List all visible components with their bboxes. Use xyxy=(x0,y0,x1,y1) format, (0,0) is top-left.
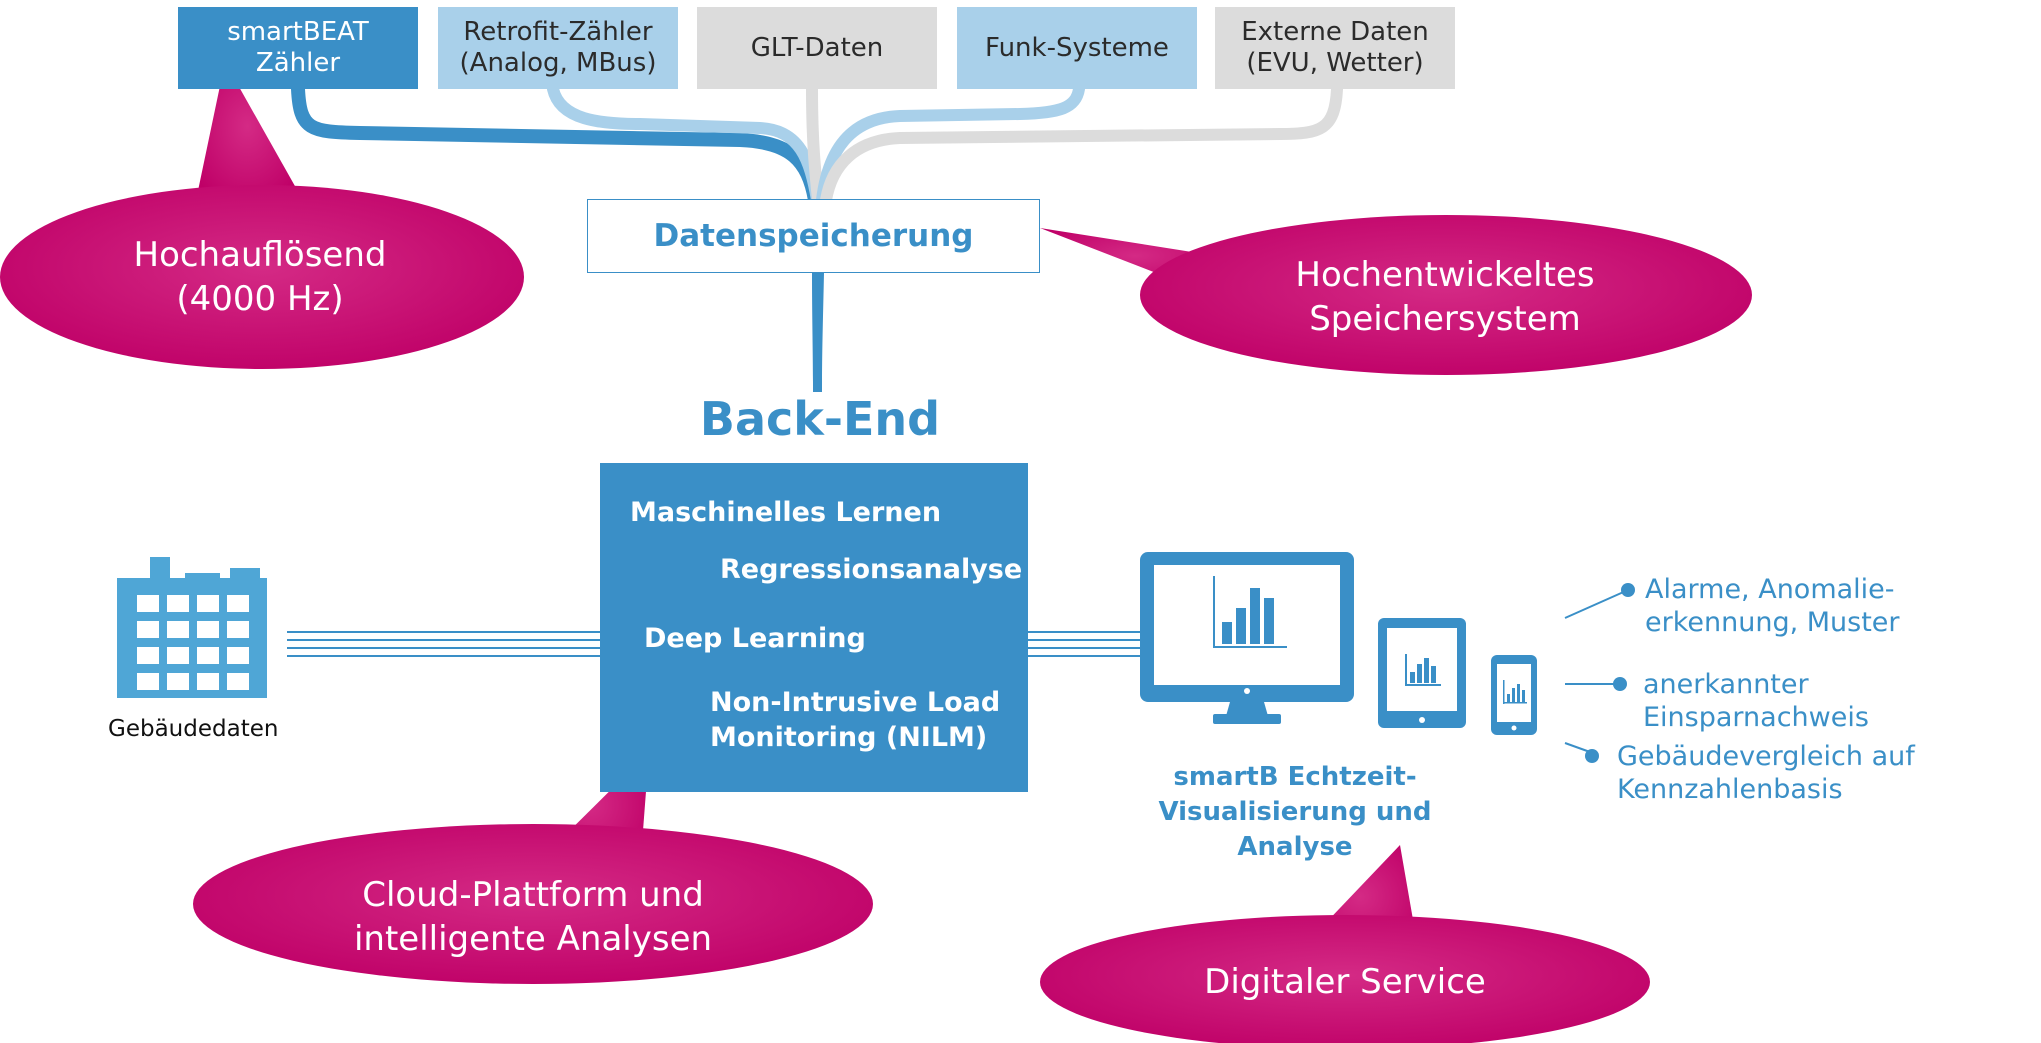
source-smartbeat: smartBEAT Zähler xyxy=(178,7,418,89)
output-connectors xyxy=(1564,583,1635,763)
backend-title: Back-End xyxy=(699,392,941,446)
phone-icon xyxy=(1491,655,1537,735)
connector-lines-right xyxy=(1028,631,1140,657)
flow-line-extern xyxy=(820,83,1343,206)
source-retrofit: Retrofit-Zähler (Analog, MBus) xyxy=(438,7,678,89)
callout-text-4: Digitaler Service xyxy=(1204,962,1486,1002)
flow-line-funk xyxy=(816,83,1085,206)
tablet-icon xyxy=(1378,618,1466,728)
output-savings: anerkannter Einsparnachweis xyxy=(1643,669,1869,733)
flow-line-retrofit xyxy=(547,83,823,206)
callout-bubble-1 xyxy=(0,62,524,369)
callout-bubble-2 xyxy=(1040,215,1752,375)
source-funk: Funk-Systeme xyxy=(957,7,1197,89)
connector-lines-left xyxy=(287,631,600,657)
output-alarms: Alarme, Anomalie- erkennung, Muster xyxy=(1645,574,1900,638)
source-extern: Externe Daten (EVU, Wetter) xyxy=(1215,7,1455,89)
output-benchmark: Gebäudevergleich auf Kennzahlenbasis xyxy=(1617,741,1915,805)
backend-item-deep-learning: Deep Learning xyxy=(644,623,866,654)
storage-label: Datenspeicherung xyxy=(653,218,974,254)
backend-box: Maschinelles Lernen Regressionsanalyse D… xyxy=(600,463,1028,792)
callout-text-2: Hochentwickeltes Speichersystem xyxy=(1295,255,1595,339)
backend-item-regression: Regressionsanalyse xyxy=(720,554,1023,585)
callout-text-3: Cloud-Plattform und intelligente Analyse… xyxy=(353,875,713,959)
monitor-icon xyxy=(1140,552,1354,724)
storage-box: Datenspeicherung xyxy=(587,199,1040,273)
devices-caption: smartB Echtzeit- Visualisierung und Anal… xyxy=(1158,762,1432,862)
flow-line-glt xyxy=(806,83,824,206)
backend-item-nilm-2: Monitoring (NILM) xyxy=(710,722,988,753)
callout-bubble-4 xyxy=(1040,845,1650,1043)
backend-item-ml: Maschinelles Lernen xyxy=(630,497,942,528)
backend-item-nilm-1: Non-Intrusive Load xyxy=(710,687,1001,718)
source-glt: GLT-Daten xyxy=(697,7,937,89)
flow-line-storage-backend xyxy=(812,273,824,392)
building-label: Gebäudedaten xyxy=(108,716,279,742)
callout-text-1: Hochauflösend (4000 Hz) xyxy=(133,235,387,319)
